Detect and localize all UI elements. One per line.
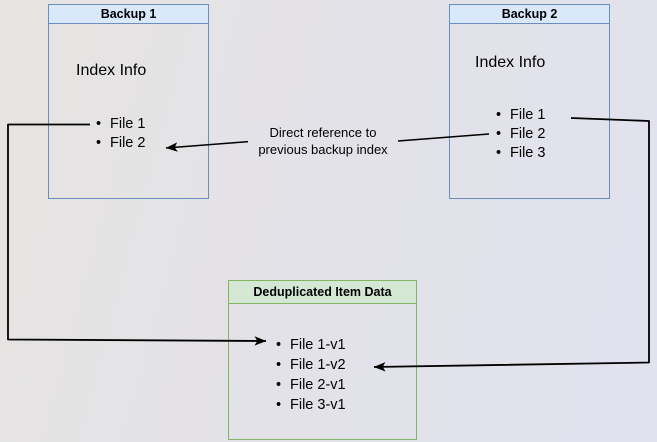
bullet-icon <box>276 395 290 415</box>
list-item: File 2 <box>496 125 545 144</box>
item-label: File 1-v1 <box>290 337 346 353</box>
list-item: File 3 <box>496 144 545 163</box>
list-item: File 3-v1 <box>276 395 346 415</box>
backup2-header: Backup 2 <box>450 5 609 24</box>
bullet-icon <box>276 335 290 355</box>
dedup-box: Deduplicated Item Data <box>228 280 417 440</box>
list-item: File 1 <box>96 115 145 134</box>
backup1-index-info-label: Index Info <box>76 62 147 79</box>
list-item: File 2-v1 <box>276 375 346 395</box>
dedup-header: Deduplicated Item Data <box>229 281 416 304</box>
backup2-box: Backup 2 <box>449 4 610 199</box>
file-label: File 2 <box>510 125 546 142</box>
backup1-title: Backup 1 <box>100 7 157 21</box>
list-item: File 2 <box>96 134 145 153</box>
list-item: File 1-v1 <box>276 335 346 355</box>
dedup-title: Deduplicated Item Data <box>253 285 392 299</box>
item-label: File 1-v2 <box>290 357 346 373</box>
item-label: File 2-v1 <box>290 377 346 393</box>
item-label: File 3-v1 <box>290 397 346 413</box>
file-label: File 1 <box>510 106 546 123</box>
bullet-icon <box>496 106 510 125</box>
dedup-item-list: File 1-v1 File 1-v2 File 2-v1 File 3-v1 <box>276 335 346 415</box>
backup1-header: Backup 1 <box>49 5 208 24</box>
direct-reference-label-line1: Direct reference to <box>269 125 377 140</box>
list-item: File 1 <box>496 106 545 125</box>
bullet-icon <box>96 115 110 134</box>
backup1-box: Backup 1 <box>48 4 209 199</box>
file-label: File 2 <box>110 135 146 151</box>
bullet-icon <box>276 355 290 375</box>
direct-reference-label: Direct reference to previous backup inde… <box>248 123 398 160</box>
bullet-icon <box>496 144 510 163</box>
bullet-icon <box>496 125 510 144</box>
direct-reference-label-line2: previous backup index <box>258 142 388 157</box>
backup2-title: Backup 2 <box>501 7 558 21</box>
bullet-icon <box>96 134 110 153</box>
file-label: File 1 <box>110 116 146 132</box>
backup2-index-info-label: Index Info <box>475 54 546 71</box>
bullet-icon <box>276 375 290 395</box>
backup2-file-list: File 1 File 2 File 3 <box>496 106 545 163</box>
backup1-file-list: File 1 File 2 <box>96 115 145 153</box>
list-item: File 1-v2 <box>276 355 346 375</box>
file-label: File 3 <box>510 144 546 161</box>
